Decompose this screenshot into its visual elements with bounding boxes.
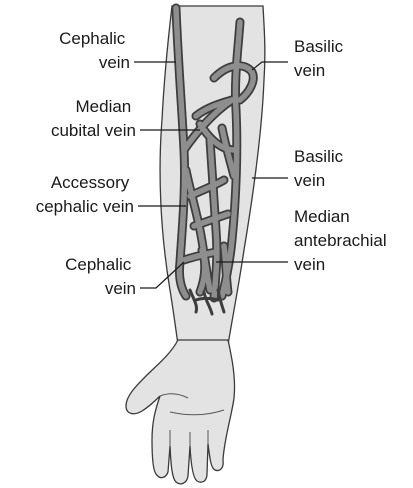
label-cephalic-lower: Cephalic vein <box>65 255 136 298</box>
label-median-antebrachial: Median antebrachial vein <box>294 207 391 274</box>
arm-silhouette <box>126 6 265 484</box>
label-accessory-cephalic: Accessory cephalic vein <box>36 173 134 216</box>
label-basilic-lower: Basilic vein <box>294 147 348 190</box>
label-basilic-upper: Basilic vein <box>294 37 348 80</box>
label-cephalic-upper: Cephalic vein <box>59 29 130 72</box>
label-median-cubital: Median cubital vein <box>51 97 136 140</box>
